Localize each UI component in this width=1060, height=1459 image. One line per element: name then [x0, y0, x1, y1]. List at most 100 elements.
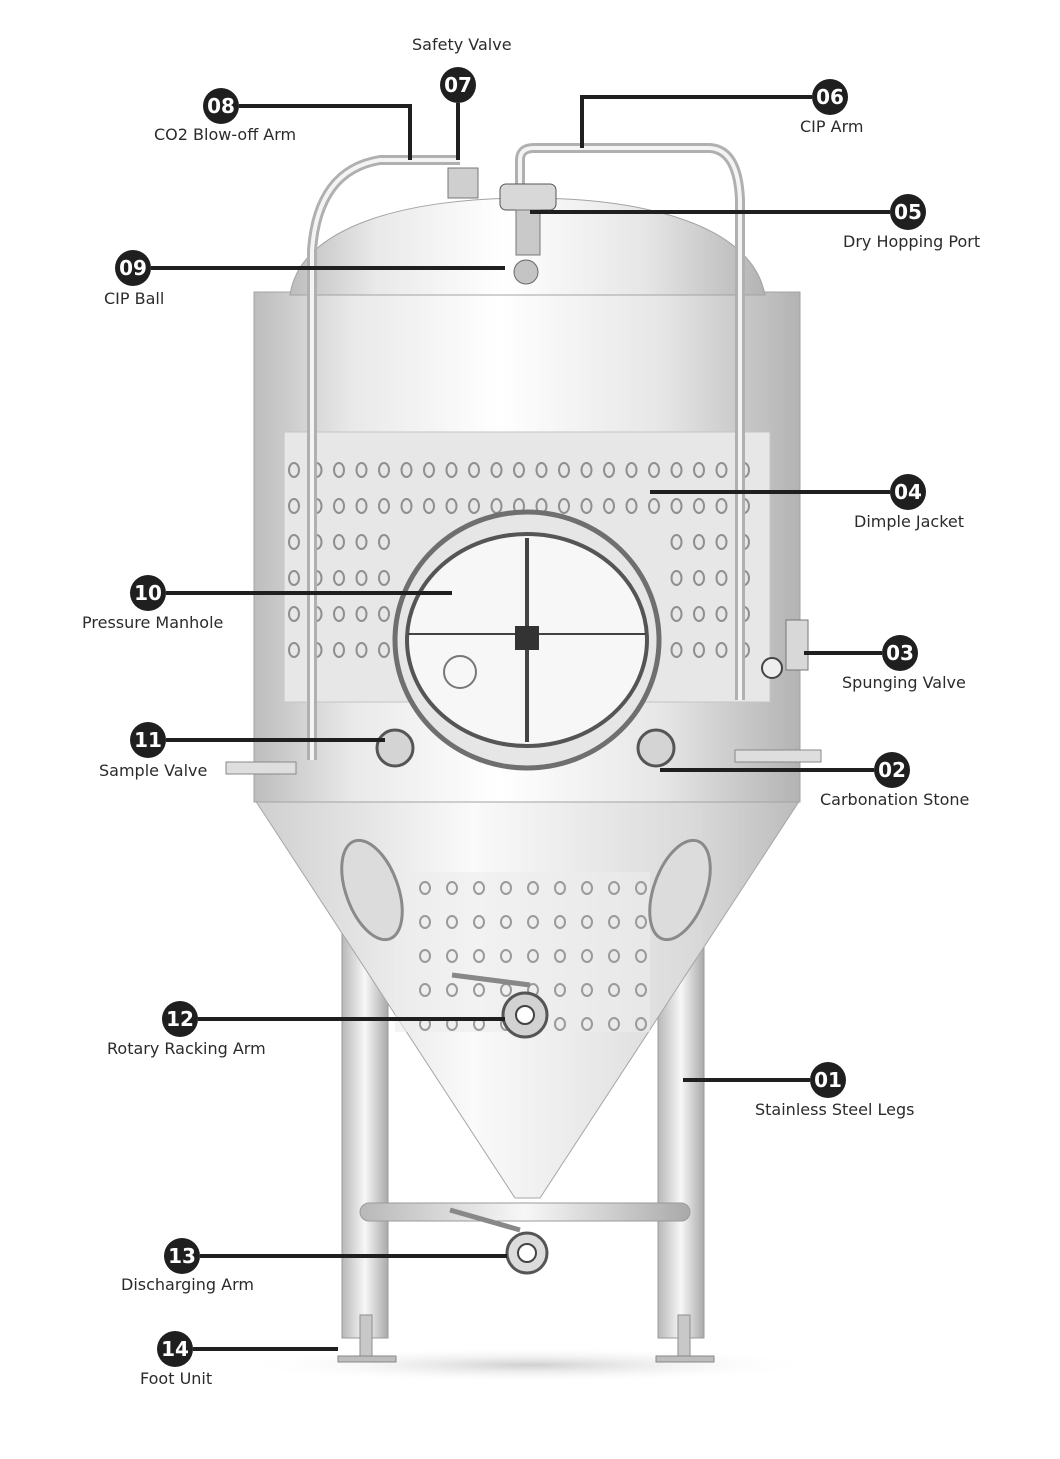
dimple [446, 915, 458, 929]
dimple [355, 462, 368, 478]
callout-circle-01 [810, 1062, 846, 1098]
callout-circle-14 [157, 1331, 193, 1367]
callout-label-09: CIP Ball [104, 289, 165, 308]
callout-label-10: Pressure Manhole [82, 613, 224, 632]
dimple [288, 498, 300, 514]
dimple [670, 462, 683, 478]
dimple [693, 642, 705, 658]
callout-badge-07: 07 [440, 67, 476, 103]
dimple [333, 462, 345, 478]
dimple [468, 498, 480, 514]
dimple [473, 983, 485, 997]
callout-badge-03: 03 [882, 635, 918, 671]
callout-number-05: 05 [894, 200, 922, 224]
dimple [355, 606, 368, 622]
callout-badge-09: 09 [115, 250, 151, 286]
callout-badge-01: 01 [810, 1062, 846, 1098]
dimple [419, 881, 431, 895]
dimple [554, 915, 566, 929]
dimple [581, 1017, 593, 1031]
dimple [581, 915, 593, 929]
dry-hop-port-body [499, 183, 557, 211]
dimple [473, 949, 485, 963]
callout-label-02: Carbonation Stone [820, 790, 970, 809]
callout-badge-10: 10 [130, 575, 166, 611]
dimple [473, 915, 485, 929]
dimple [333, 498, 345, 514]
callout-badge-08: 08 [203, 88, 239, 124]
dimple [715, 642, 728, 658]
callout-badge-06: 06 [812, 79, 848, 115]
callout-circle-05 [890, 194, 926, 230]
dimple [378, 606, 390, 622]
callout-label-05: Dry Hopping Port [843, 232, 981, 251]
callout-badge-04: 04 [890, 474, 926, 510]
callout-number-08: 08 [207, 94, 235, 118]
dimple [558, 498, 570, 514]
callout-label-14: Foot Unit [140, 1369, 213, 1388]
callout-label-01: Stainless Steel Legs [755, 1100, 915, 1119]
callout-label-08: CO2 Blow-off Arm [154, 125, 297, 144]
dimple [693, 606, 705, 622]
dimple [378, 570, 390, 586]
dimple [378, 534, 390, 550]
dimple [500, 915, 512, 929]
dimple [635, 915, 647, 929]
dimple [423, 498, 435, 514]
dimple [670, 606, 683, 622]
foot-right [677, 1314, 691, 1360]
callout-circle-09 [115, 250, 151, 286]
dimple [581, 881, 593, 895]
callout-circle-07 [440, 67, 476, 103]
dimple [355, 570, 368, 586]
dimple [635, 949, 647, 963]
dimple [715, 498, 728, 514]
dimple [333, 534, 345, 550]
foot-plate-left [337, 1355, 397, 1363]
dimple [500, 949, 512, 963]
dimple [625, 462, 638, 478]
dimple [635, 1017, 647, 1031]
dimple [333, 642, 345, 658]
callout-circle-04 [890, 474, 926, 510]
dimple [608, 915, 620, 929]
dimple [527, 881, 539, 895]
dimple [445, 498, 458, 514]
dimple [400, 462, 413, 478]
dimple [333, 570, 345, 586]
callout-number-07: 07 [444, 73, 472, 97]
dimple [635, 983, 647, 997]
dimple [378, 462, 390, 478]
cip-ball-shape [513, 259, 539, 285]
dimple [715, 570, 728, 586]
dimple [554, 949, 566, 963]
dimple [288, 642, 300, 658]
callout-number-03: 03 [886, 641, 914, 665]
dimple [670, 570, 683, 586]
dimple [693, 498, 705, 514]
floor-shadow [240, 1347, 820, 1383]
dimple [446, 983, 458, 997]
dimple [581, 949, 593, 963]
dimple [608, 949, 620, 963]
dimple [693, 462, 705, 478]
dimple [554, 983, 566, 997]
callout-badge-11: 11 [130, 722, 166, 758]
leader-line-06 [580, 95, 812, 148]
callout-badge-12: 12 [162, 1001, 198, 1037]
dimple [419, 915, 431, 929]
dimple [527, 949, 539, 963]
callout-number-09: 09 [119, 256, 147, 280]
callout-number-04: 04 [894, 480, 922, 504]
dimple [288, 534, 300, 550]
dimple [446, 949, 458, 963]
dimple [635, 881, 647, 895]
dimple [378, 642, 390, 658]
cone-dimples [419, 881, 647, 1031]
callout-number-06: 06 [816, 85, 844, 109]
dimple [603, 462, 615, 478]
callout-label-13: Discharging Arm [121, 1275, 254, 1294]
dimple [527, 915, 539, 929]
callout-label-12: Rotary Racking Arm [107, 1039, 266, 1058]
